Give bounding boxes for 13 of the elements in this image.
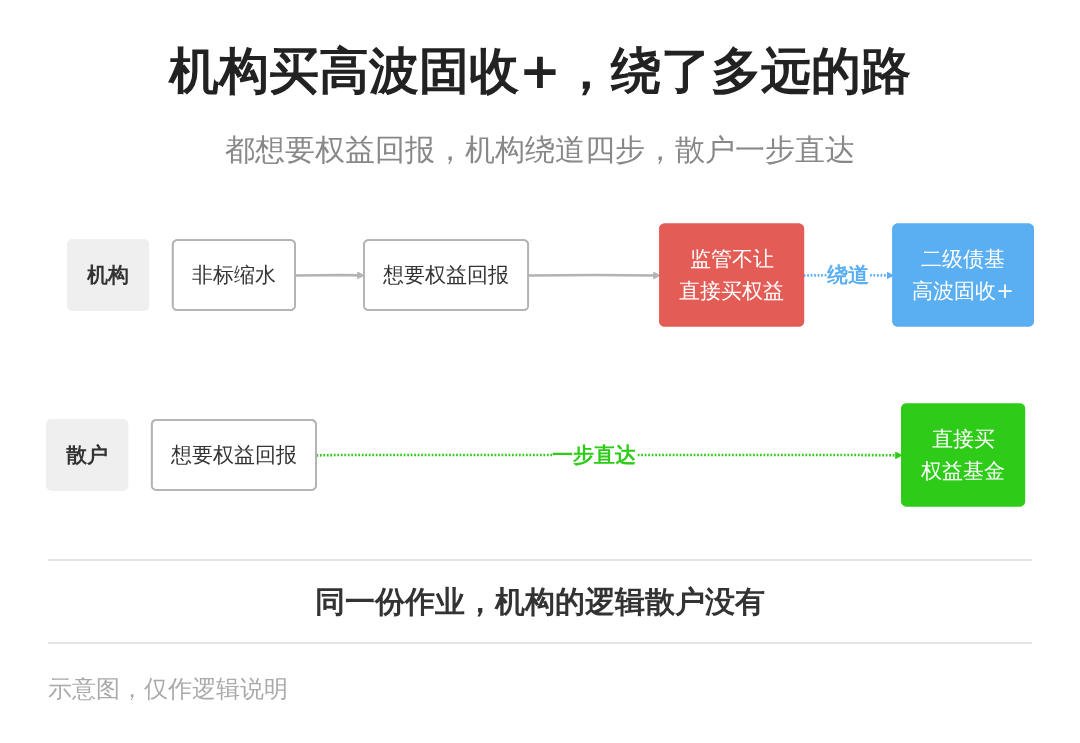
arrow	[528, 271, 661, 280]
subtitle: 都想要权益回报，机构绕道四步，散户一步直达	[225, 131, 855, 169]
category-box: 机构	[67, 239, 150, 311]
title: 机构买高波固收+，绕了多远的路	[169, 41, 911, 102]
process-box: 非标缩水	[171, 239, 296, 311]
process-box: 想要权益回报	[150, 419, 317, 491]
note-text: 示意图，仅作逻辑说明	[48, 674, 288, 705]
process-box: 直接买权益基金	[901, 403, 1026, 507]
category-box: 散户	[46, 419, 129, 491]
process-box: 想要权益回报	[363, 239, 530, 311]
summary-text: 同一份作业，机构的逻辑散户没有	[315, 583, 765, 621]
process-box: 监管不让直接买权益	[659, 223, 805, 327]
process-box: 二级债基高波固收+	[892, 223, 1034, 327]
